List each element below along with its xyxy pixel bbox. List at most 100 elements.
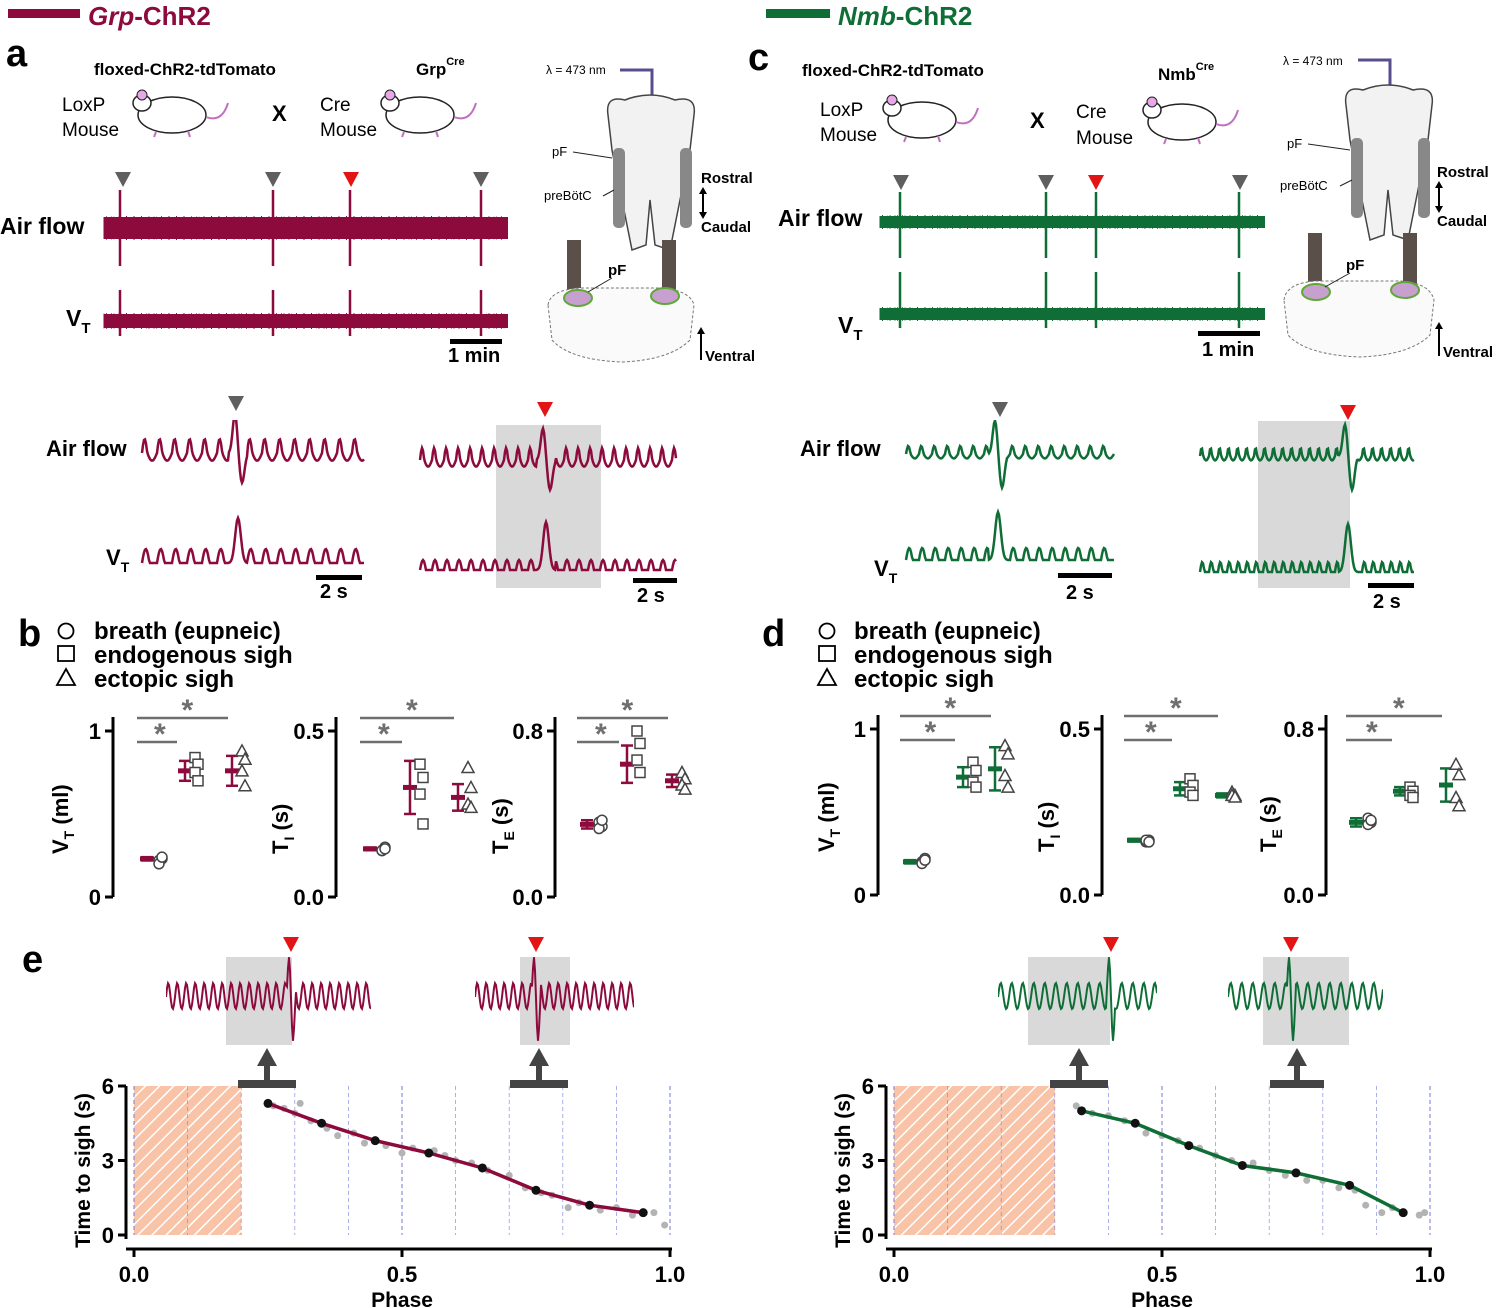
scatter-point [1072,1102,1080,1110]
y-axis-label: Time to sigh (s) [72,1093,95,1248]
optic-fiber-right [1403,233,1417,291]
trace-vt-short [418,518,677,572]
y-tick-label: 1 [89,719,101,744]
pf-region [650,287,680,305]
pf-label: pF [1287,136,1302,151]
cross-symbol: X [1030,108,1045,133]
legend-endogenous: endogenous sigh [854,642,1053,669]
y-tick-label: 6 [102,1074,114,1099]
airflow-label-c-short: Air flow [800,436,882,461]
y-axis-label: TE (s) [1256,796,1285,852]
circle-icon [818,622,836,640]
up-arrow-icon [1069,1048,1089,1066]
nmb-suffix: -ChR2 [896,1,973,31]
point-endogenous-sigh [970,764,982,777]
sigh-marker-red [1283,937,1299,952]
y-axis-label: TE (s) [488,798,517,854]
vt-label-c: VT [838,312,863,344]
y-tick-label: 0.0 [1283,883,1314,908]
x-axis-label: Phase [1131,1289,1193,1308]
airflow-label-a-short: Air flow [46,436,128,461]
trace-noise [879,307,1263,321]
scatter-point [1362,1201,1370,1209]
y-label-unit: (s) [1256,796,1281,829]
vt-sub: T [121,559,130,575]
mouse-icon [882,94,979,143]
significance-star: * [622,694,634,727]
inset-trace [166,957,371,1041]
scatter-point [1421,1209,1429,1217]
scale-bar-2s [1058,573,1112,578]
grp-cre-label: GrpCre [416,56,465,79]
panel-letter-a: a [6,33,28,75]
y-tick-label: 1 [854,717,866,742]
cre-label-1: Cre [1076,102,1107,123]
vt-main: V [106,545,121,570]
trace-vt-short [904,508,1114,562]
ventral-label: Ventral [1443,344,1493,361]
y-tick-label: 0.0 [512,885,543,910]
ventral-label: Ventral [705,348,755,365]
scatter-point [296,1099,304,1107]
mean-point [1237,1160,1247,1170]
point-endogenous-sigh [631,725,643,737]
scatter-point [398,1149,406,1157]
y-tick-label: 3 [862,1149,874,1174]
pf-label-section: pF [608,262,626,279]
stim-window-bar [1050,1080,1108,1088]
y-label-main: V [814,837,839,852]
vt-sub: T [889,570,898,586]
sigh-marker-red [1340,405,1356,420]
y-axis-label: TI (s) [268,804,297,854]
significance-star: * [1145,716,1157,749]
y-tick-label: 3 [102,1149,114,1174]
scatter-point [1281,1171,1289,1179]
y-label-sub: E [1269,829,1285,838]
trace-vt-c [879,272,1265,328]
x-tick-label: 1.0 [655,1262,686,1287]
point-endogenous-sigh [417,771,429,784]
point-endogenous-sigh [970,781,982,793]
scale-2s-label: 2 s [637,585,665,607]
y-axis-label: VT (ml) [48,784,77,854]
wavelength-label: λ = 473 nm [1283,54,1343,68]
trace-vt-a [103,290,508,336]
scale-bar-2s [316,575,362,580]
scale-1min-c: 1 min [1202,339,1254,361]
legend-breath: breath (eupneic) [94,618,281,645]
panel-letter-b: b [18,613,41,655]
significance-star: * [1170,692,1182,725]
significance-star: * [925,716,937,749]
trace-noise [103,313,507,329]
significance-star: * [945,692,957,725]
circle-icon [57,622,75,640]
x-tick-label: 0.0 [879,1262,910,1287]
y-label-unit: (ml) [48,784,73,830]
stim-shade [496,425,601,588]
x-tick-label: 0.0 [119,1262,150,1287]
y-label-unit: (s) [268,804,293,837]
rostral-label: Rostral [701,170,753,187]
optic-fiber-left [1308,233,1322,291]
panel-letter-e: e [22,939,43,981]
x-tick-label: 0.5 [387,1262,418,1287]
triangle-icon [816,667,838,686]
grp-gene: Grp [88,1,134,31]
loxp-label-2: Mouse [820,125,877,146]
point-ectopic-sigh [234,763,250,777]
up-arrow-icon [529,1048,549,1066]
up-arrow-icon [257,1048,277,1066]
trace-airflow-short [140,420,365,487]
y-tick-label: 0.0 [293,885,324,910]
prebotc-label: preBötC [1280,178,1328,193]
significance-star: * [154,718,166,751]
grp-color-bar [8,9,80,18]
floxed-label: floxed-ChR2-tdTomato [802,61,984,80]
trace-airflow-a [103,190,508,266]
trace-vt-short [1198,520,1414,574]
mean-point [477,1163,487,1173]
significance-star: * [1366,716,1378,749]
scale-bar-a [450,339,502,344]
